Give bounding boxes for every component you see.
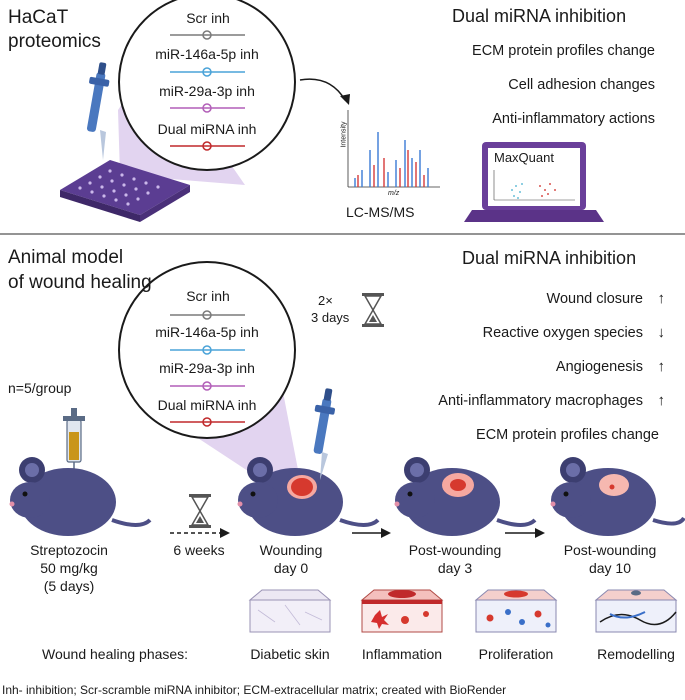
- ms-label: LC-MS/MS: [346, 204, 415, 220]
- stage3-line1: Post-wounding: [563, 542, 657, 558]
- top-right-item-2: Cell adhesion changes: [508, 77, 655, 93]
- hourglass-icon-2: [189, 494, 211, 528]
- repeat-line2: 3 days: [311, 310, 350, 325]
- top-title-line2: proteomics: [8, 31, 101, 52]
- phase-4: Remodelling: [597, 646, 675, 662]
- top-circle-item-2: miR-146a-5p inh: [155, 46, 259, 62]
- outcome-label-5: ECM protein profiles change: [476, 427, 659, 443]
- bottom-title-line2: of wound healing: [8, 272, 152, 293]
- pipette-icon: [86, 62, 110, 160]
- outcome-arrow-4: ↑: [657, 392, 666, 409]
- bottom-circle-item-1: Scr inh: [186, 288, 230, 304]
- mir146-inhibitor-icon: [170, 67, 245, 77]
- bottom-circle-item-2: miR-146a-5p inh: [155, 324, 259, 340]
- to-ms-arrow: [299, 78, 346, 101]
- well-plate-icon: [60, 160, 190, 222]
- phase-3: Proliferation: [478, 646, 554, 662]
- stage3-line2: day 10: [588, 560, 632, 576]
- outcome-label-4: Anti-inflammatory macrophages: [438, 393, 643, 409]
- stage2-line2: day 3: [437, 560, 473, 576]
- repeat-line1: 2×: [318, 293, 333, 308]
- top-circle-item-4: Dual miRNA inh: [157, 121, 257, 137]
- outcome-label-1: Wound closure: [546, 291, 643, 307]
- mir29-inhibitor-icon: [170, 103, 245, 113]
- software-label: MaxQuant: [494, 150, 554, 165]
- ms-xlabel: m/z: [388, 190, 400, 197]
- outcome-arrow-1: ↑: [657, 290, 666, 307]
- proliferation-skin-block: [474, 589, 558, 633]
- top-right-item-3: Anti-inflammatory actions: [492, 111, 655, 127]
- outcome-arrow-3: ↑: [657, 358, 666, 375]
- mouse-day0-icon: [237, 457, 380, 536]
- phases-label: Wound healing phases:: [42, 646, 189, 662]
- laptop-icon: [464, 142, 604, 222]
- outcome-label-3: Angiogenesis: [555, 359, 643, 375]
- inflammation-skin-block: [360, 589, 444, 633]
- dual-inhibitor-icon-2: [170, 417, 245, 427]
- stage1-line2: day 0: [273, 560, 309, 576]
- dual-inhibitor-icon: [170, 141, 245, 151]
- phase-1: Diabetic skin: [250, 646, 330, 662]
- bottom-right-title: Dual miRNA inhibition: [462, 248, 637, 268]
- strep-line1: Streptozocin: [30, 542, 108, 558]
- ms-ylabel: Intensity: [340, 121, 348, 148]
- bottom-circle-item-3: miR-29a-3p inh: [159, 360, 255, 376]
- syringe-icon: [63, 408, 85, 475]
- scr-inhibitor-icon: [170, 30, 245, 40]
- top-title-line1: HaCaT: [8, 7, 69, 28]
- top-inhibitor-circle: [118, 0, 296, 171]
- outcome-arrow-2: ↓: [657, 324, 666, 341]
- mouse-streptozocin-icon: [9, 457, 152, 536]
- mir146-inhibitor-icon-2: [170, 345, 245, 355]
- mouse-day10-icon: [550, 457, 685, 536]
- mass-spectrum-chart: [347, 110, 440, 188]
- mouse-day3-icon: [394, 457, 537, 536]
- remodelling-skin-block: [594, 589, 678, 633]
- top-right-title: Dual miRNA inhibition: [452, 6, 627, 26]
- footnote: Inh- inhibition; Scr-scramble miRNA inhi…: [2, 683, 507, 697]
- top-circle-item-1: Scr inh: [186, 10, 230, 26]
- mir29-inhibitor-icon-2: [170, 381, 245, 391]
- top-right-item-1: ECM protein profiles change: [472, 43, 655, 59]
- strep-line2: 50 mg/kg: [40, 560, 98, 576]
- outcome-label-2: Reactive oxygen species: [482, 325, 643, 341]
- diabetic-skin-block: [248, 589, 332, 633]
- bottom-title-line1: Animal model: [8, 247, 124, 268]
- wait-label: 6 weeks: [173, 542, 225, 558]
- hourglass-icon: [362, 293, 384, 327]
- stage1-line1: Wounding: [259, 542, 323, 558]
- phase-2: Inflammation: [361, 646, 443, 662]
- pipette-icon-2: [313, 388, 336, 480]
- scr-inhibitor-icon-2: [170, 310, 245, 320]
- strep-line3: (5 days): [43, 578, 95, 594]
- group-size: n=5/group: [8, 380, 72, 396]
- bottom-circle-item-4: Dual miRNA inh: [157, 397, 257, 413]
- stage2-line1: Post-wounding: [408, 542, 502, 558]
- top-circle-item-3: miR-29a-3p inh: [159, 83, 255, 99]
